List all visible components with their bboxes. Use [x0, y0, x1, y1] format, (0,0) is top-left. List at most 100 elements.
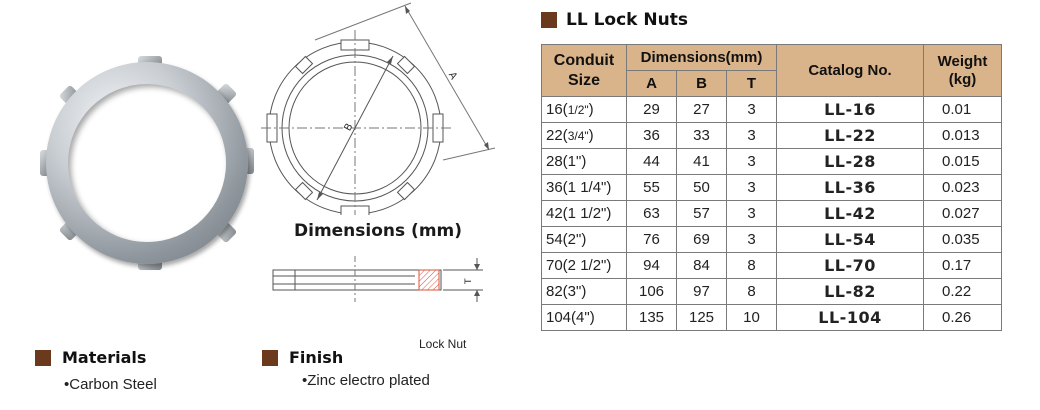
cell-b: 27: [676, 96, 727, 123]
cell-a: 94: [626, 252, 677, 279]
cell-t: 8: [726, 252, 777, 279]
size-end: ): [588, 101, 594, 118]
cell-b: 57: [676, 200, 727, 227]
table-row: 28(1") 44 41 3 LL-28 0.015: [541, 148, 1002, 175]
finish-item: •Zinc electro plated: [302, 372, 430, 389]
cell-catalog: LL-16: [776, 96, 924, 123]
cell-catalog: LL-54: [776, 226, 924, 253]
cell-t: 3: [726, 148, 777, 175]
dimensions-caption: Dimensions (mm): [294, 221, 463, 241]
cell-weight: 0.023: [923, 174, 1002, 201]
title-bullet: [541, 12, 557, 28]
materials-heading: Materials: [62, 348, 147, 367]
table-row: 54(2") 76 69 3 LL-54 0.035: [541, 226, 1002, 253]
cell-size: 70(2 1/2"): [541, 252, 627, 279]
table-row: 42(1 1/2") 63 57 3 LL-42 0.027: [541, 200, 1002, 227]
size-end: ): [588, 127, 594, 144]
lock-nut-label: Lock Nut: [419, 337, 467, 351]
cell-catalog: LL-70: [776, 252, 924, 279]
dim-t-label: T: [464, 278, 474, 285]
cell-a: 36: [626, 122, 677, 149]
cell-b: 84: [676, 252, 727, 279]
size-main: 104(4"): [546, 309, 595, 326]
cell-size: 22(3/4"): [541, 122, 627, 149]
cell-t: 10: [726, 304, 777, 331]
cell-b: 33: [676, 122, 727, 149]
table-row: 36(1 1/4") 55 50 3 LL-36 0.023: [541, 174, 1002, 201]
cell-catalog: LL-36: [776, 174, 924, 201]
size-main: 82(3"): [546, 283, 587, 300]
ring-hole: [68, 84, 226, 242]
size-main: 28(1"): [546, 153, 587, 170]
size-main: 16(: [546, 101, 568, 118]
finish-heading: Finish: [289, 348, 344, 367]
cell-b: 97: [676, 278, 727, 305]
cell-b: 50: [676, 174, 727, 201]
cell-t: 3: [726, 174, 777, 201]
header-t: T: [726, 70, 777, 97]
table-row: 16(1/2") 29 27 3 LL-16 0.01: [541, 96, 1002, 123]
cell-size: 104(4"): [541, 304, 627, 331]
page-title: LL Lock Nuts: [566, 10, 688, 30]
table-row: 82(3") 106 97 8 LL-82 0.22: [541, 278, 1002, 305]
cell-weight: 0.22: [923, 278, 1002, 305]
cell-size: 42(1 1/2"): [541, 200, 627, 227]
cell-weight: 0.26: [923, 304, 1002, 331]
cell-t: 3: [726, 200, 777, 227]
cell-weight: 0.013: [923, 122, 1002, 149]
cell-t: 3: [726, 122, 777, 149]
spec-table: Conduit Size Dimensions(mm) Catalog No. …: [541, 44, 1002, 331]
table-row: 70(2 1/2") 94 84 8 LL-70 0.17: [541, 252, 1002, 279]
cell-weight: 0.015: [923, 148, 1002, 175]
cell-weight: 0.027: [923, 200, 1002, 227]
cell-a: 106: [626, 278, 677, 305]
materials-bullet: [35, 350, 51, 366]
table-row: 104(4") 135 125 10 LL-104 0.26: [541, 304, 1002, 331]
cell-catalog: LL-22: [776, 122, 924, 149]
cell-weight: 0.01: [923, 96, 1002, 123]
size-main: 70(2 1/2"): [546, 257, 612, 274]
header-dimensions: Dimensions(mm): [626, 44, 777, 71]
header-a: A: [626, 70, 677, 97]
size-main: 36(1 1/4"): [546, 179, 612, 196]
cell-t: 3: [726, 226, 777, 253]
cell-size: 54(2"): [541, 226, 627, 253]
cell-catalog: LL-104: [776, 304, 924, 331]
front-view-drawing: B A: [261, 2, 496, 215]
cell-a: 63: [626, 200, 677, 227]
cell-size: 82(3"): [541, 278, 627, 305]
header-b: B: [676, 70, 727, 97]
size-fraction: 3/4": [567, 129, 589, 143]
cell-b: 69: [676, 226, 727, 253]
header-conduit-size: Conduit Size: [541, 44, 627, 97]
cell-weight: 0.035: [923, 226, 1002, 253]
table-row: 22(3/4") 36 33 3 LL-22 0.013: [541, 122, 1002, 149]
cell-catalog: LL-28: [776, 148, 924, 175]
side-view-drawing: T: [272, 256, 483, 302]
size-main: 42(1 1/2"): [546, 205, 612, 222]
cell-size: 36(1 1/4"): [541, 174, 627, 201]
cell-size: 16(1/2"): [541, 96, 627, 123]
cell-a: 44: [626, 148, 677, 175]
cell-a: 76: [626, 226, 677, 253]
size-fraction: 1/2": [567, 103, 589, 117]
cell-catalog: LL-42: [776, 200, 924, 227]
cell-a: 29: [626, 96, 677, 123]
dim-b-label: B: [343, 122, 356, 133]
size-main: 22(: [546, 127, 568, 144]
cell-size: 28(1"): [541, 148, 627, 175]
cell-a: 135: [626, 304, 677, 331]
materials-item: •Carbon Steel: [64, 376, 157, 393]
dim-a-label: A: [446, 70, 459, 82]
cell-catalog: LL-82: [776, 278, 924, 305]
cell-b: 125: [676, 304, 727, 331]
cell-t: 8: [726, 278, 777, 305]
cell-b: 41: [676, 148, 727, 175]
header-catalog: Catalog No.: [776, 44, 924, 97]
header-weight: Weight (kg): [923, 44, 1002, 97]
finish-bullet: [262, 350, 278, 366]
size-main: 54(2"): [546, 231, 587, 248]
cell-a: 55: [626, 174, 677, 201]
cell-t: 3: [726, 96, 777, 123]
cell-weight: 0.17: [923, 252, 1002, 279]
